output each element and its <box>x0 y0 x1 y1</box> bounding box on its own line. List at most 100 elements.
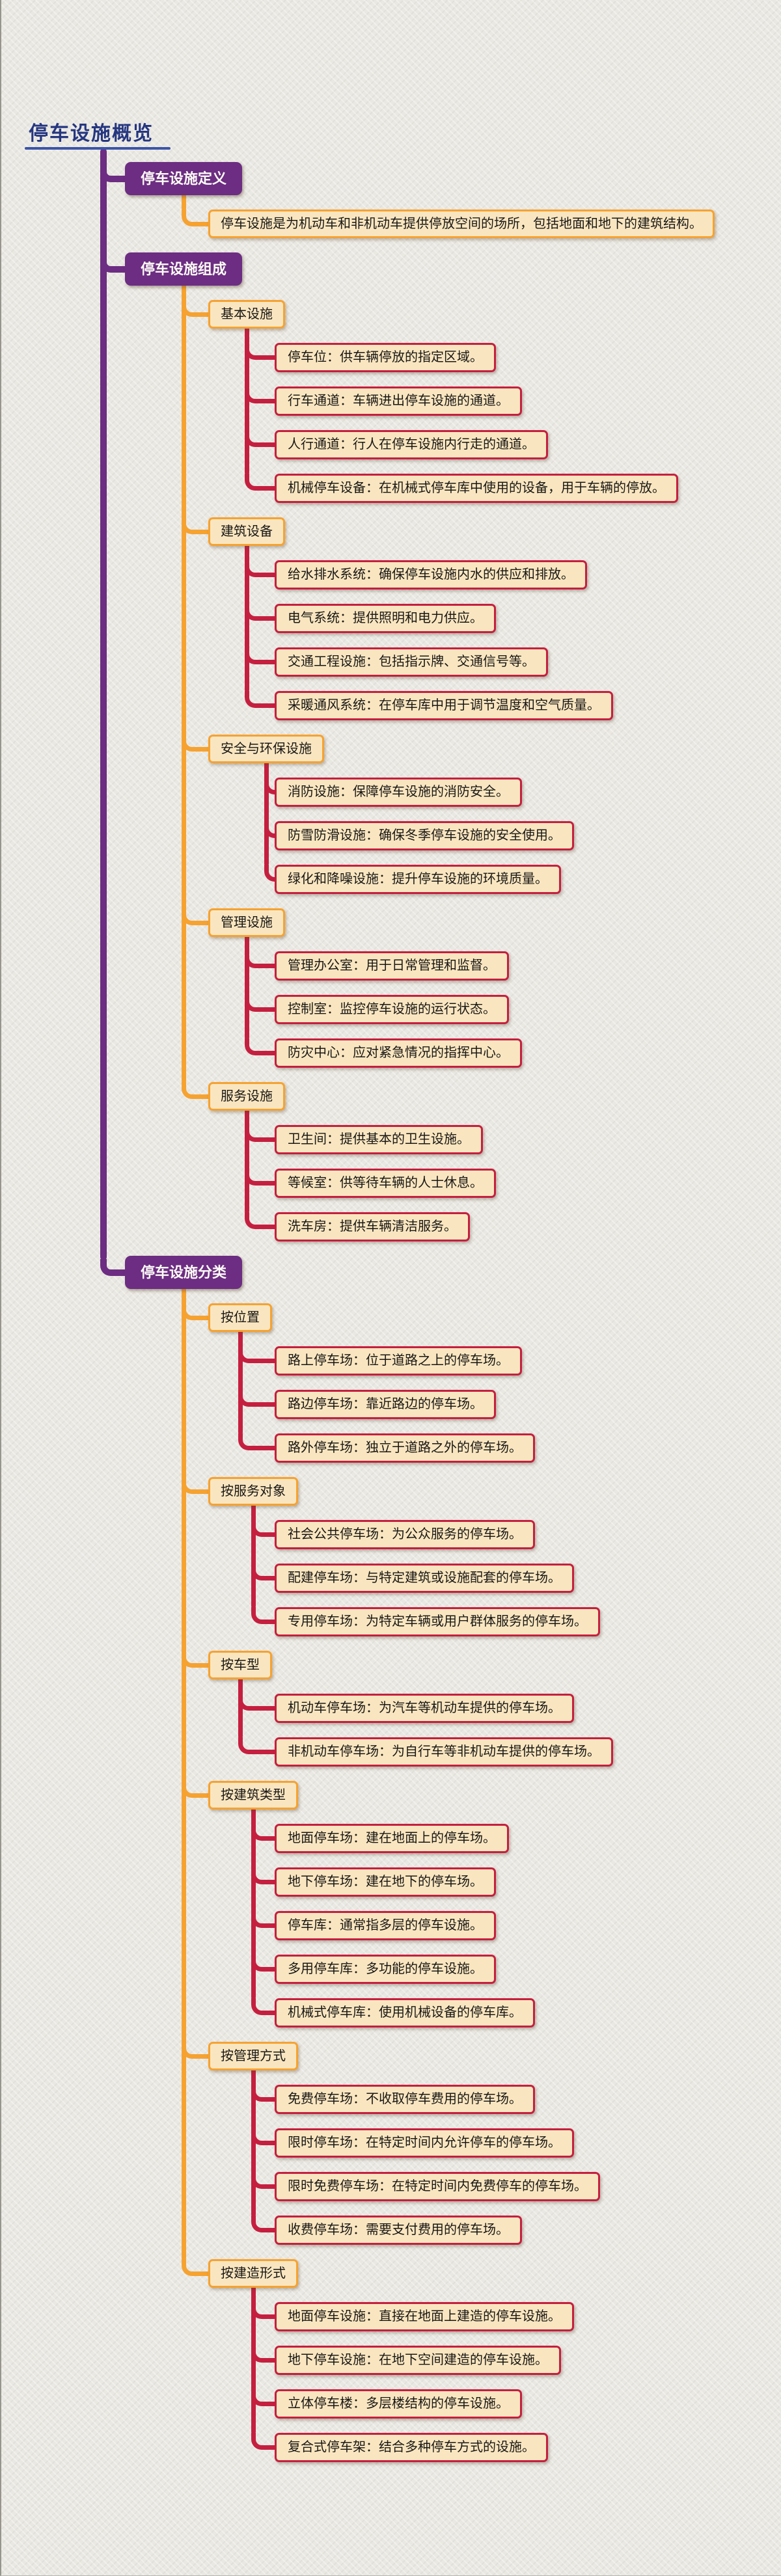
leaf-node[interactable]: 收费停车场：需要支付费用的停车场。 <box>275 2216 522 2245</box>
leaf-node[interactable]: 多用停车库：多功能的停车设施。 <box>275 1955 496 1984</box>
connector-trunk <box>251 1503 256 1608</box>
connector-elbow <box>100 1258 127 1276</box>
branch-node[interactable]: 停车设施组成 <box>125 252 243 286</box>
connector-elbow <box>182 2041 210 2059</box>
connector-elbow <box>251 2302 277 2319</box>
connector-elbow <box>182 517 210 534</box>
leaf-node[interactable]: 配建停车场：与特定建筑或设施配套的停车场。 <box>275 1564 574 1593</box>
topic-node[interactable]: 建筑设备 <box>208 517 285 546</box>
topic-node[interactable]: 按车型 <box>208 1651 272 1679</box>
leaf-node[interactable]: 等候室：供等待车辆的人士休息。 <box>275 1169 496 1198</box>
connector-elbow <box>251 1520 277 1537</box>
connector-trunk <box>245 1108 249 1213</box>
connector-elbow <box>245 1038 277 1055</box>
connector-trunk <box>182 283 186 1083</box>
connector-elbow <box>245 647 277 664</box>
connector-elbow <box>245 951 277 968</box>
leaf-node[interactable]: 地面停车场：建在地面上的停车场。 <box>275 1824 509 1853</box>
connector-elbow <box>251 1867 277 1884</box>
connector-elbow <box>238 1346 277 1363</box>
connector-elbow <box>251 2216 277 2232</box>
connector-elbow <box>245 1125 277 1142</box>
connector-elbow <box>251 1911 277 1928</box>
leaf-node[interactable]: 控制室：监控停车设施的运行状态。 <box>275 995 509 1024</box>
leaf-node[interactable]: 限时免费停车场：在特定时间内免费停车的停车场。 <box>275 2172 600 2201</box>
title-underline <box>25 147 171 150</box>
connector-elbow <box>100 165 127 182</box>
leaf-node[interactable]: 立体停车楼：多层楼结构的停车设施。 <box>275 2389 522 2419</box>
leaf-node[interactable]: 路上停车场：位于道路之上的停车场。 <box>275 1346 522 1376</box>
connector-elbow <box>245 691 277 708</box>
leaf-node[interactable]: 采暖通风系统：在停车库中用于调节温度和空气质量。 <box>275 691 613 720</box>
leaf-node[interactable]: 停车位：供车辆停放的指定区域。 <box>275 343 496 372</box>
connector-trunk <box>245 934 249 1040</box>
branch-node[interactable]: 停车设施定义 <box>125 162 243 195</box>
topic-node[interactable]: 按服务对象 <box>208 1477 298 1506</box>
connector-elbow <box>238 1737 277 1754</box>
connector-elbow <box>238 1433 277 1450</box>
leaf-node[interactable]: 复合式停车架：结合多种停车方式的设施。 <box>275 2433 548 2462</box>
leaf-node[interactable]: 停车库：通常指多层的停车设施。 <box>275 1911 496 1940</box>
connector-elbow <box>251 1564 277 1580</box>
leaf-node[interactable]: 绿化和降噪设施：提升停车设施的环境质量。 <box>275 865 561 894</box>
connector-elbow <box>245 386 277 403</box>
topic-node[interactable]: 按建造形式 <box>208 2259 298 2288</box>
connector-elbow <box>182 734 210 752</box>
leaf-node[interactable]: 路边停车场：靠近路边的停车场。 <box>275 1390 496 1419</box>
leaf-node[interactable]: 管理办公室：用于日常管理和监督。 <box>275 951 509 981</box>
leaf-node[interactable]: 机械停车设备：在机械式停车库中使用的设备，用于车辆的停放。 <box>275 474 678 503</box>
leaf-node[interactable]: 消防设施：保障停车设施的消防安全。 <box>275 778 522 807</box>
leaf-node[interactable]: 停车设施是为机动车和非机动车提供停放空间的场所，包括地面和地下的建筑结构。 <box>208 210 715 238</box>
leaf-node[interactable]: 机械式停车库：使用机械设备的停车库。 <box>275 1998 535 2027</box>
topic-node[interactable]: 按管理方式 <box>208 2042 298 2070</box>
connector-elbow <box>264 865 277 882</box>
leaf-node[interactable]: 机动车停车场：为汽车等机动车提供的停车场。 <box>275 1694 574 1723</box>
leaf-node[interactable]: 专用停车场：为特定车辆或用户群体服务的停车场。 <box>275 1607 600 1636</box>
connector-trunk <box>238 1329 243 1435</box>
connector-elbow <box>251 2433 277 2450</box>
leaf-node[interactable]: 社会公共停车场：为公众服务的停车场。 <box>275 1520 535 1549</box>
connector-elbow <box>245 560 277 577</box>
leaf-node[interactable]: 人行通道：行人在停车设施内行走的通道。 <box>275 430 548 459</box>
connector-elbow <box>182 1650 210 1668</box>
leaf-node[interactable]: 卫生间：提供基本的卫生设施。 <box>275 1125 483 1154</box>
leaf-node[interactable]: 地下停车设施：在地下空间建造的停车设施。 <box>275 2346 561 2375</box>
connector-elbow <box>251 1955 277 1972</box>
connector-elbow <box>238 1390 277 1407</box>
branch-node[interactable]: 停车设施分类 <box>125 1256 243 1289</box>
topic-node[interactable]: 管理设施 <box>208 908 285 937</box>
connector-elbow <box>264 778 277 794</box>
topic-node[interactable]: 服务设施 <box>208 1082 285 1111</box>
leaf-node[interactable]: 限时停车场：在特定时间内允许停车的停车场。 <box>275 2128 574 2158</box>
connector-trunk <box>182 193 186 211</box>
connector-elbow <box>251 2389 277 2406</box>
leaf-node[interactable]: 防灾中心：应对紧急情况的指挥中心。 <box>275 1038 522 1068</box>
leaf-node[interactable]: 地面停车设施：直接在地面上建造的停车设施。 <box>275 2302 574 2331</box>
connector-elbow <box>182 908 210 925</box>
leaf-node[interactable]: 电气系统：提供照明和电力供应。 <box>275 604 496 633</box>
topic-node[interactable]: 按建筑类型 <box>208 1781 298 1810</box>
leaf-node[interactable]: 免费停车场：不收取停车费用的停车场。 <box>275 2085 535 2114</box>
leaf-node[interactable]: 路外停车场：独立于道路之外的停车场。 <box>275 1433 535 1463</box>
leaf-node[interactable]: 交通工程设施：包括指示牌、交通信号等。 <box>275 647 548 677</box>
connector-elbow <box>182 1081 210 1099</box>
connector-trunk <box>251 2068 256 2217</box>
connector-trunk <box>238 1677 243 1739</box>
connector-elbow <box>182 1780 210 1798</box>
connector-elbow <box>245 343 277 360</box>
leaf-node[interactable]: 洗车房：提供车辆清洁服务。 <box>275 1212 470 1241</box>
connector-elbow <box>264 821 277 838</box>
leaf-node[interactable]: 非机动车停车场：为自行车等非机动车提供的停车场。 <box>275 1737 613 1767</box>
connector-trunk <box>264 761 269 866</box>
topic-node[interactable]: 基本设施 <box>208 300 285 329</box>
connector-elbow <box>238 1694 277 1711</box>
leaf-node[interactable]: 行车通道：车辆进出停车设施的通道。 <box>275 386 522 416</box>
connector-elbow <box>251 1998 277 2015</box>
topic-node[interactable]: 安全与环保设施 <box>208 735 324 763</box>
leaf-node[interactable]: 给水排水系统：确保停车设施内水的供应和排放。 <box>275 560 587 590</box>
topic-node[interactable]: 按位置 <box>208 1303 272 1332</box>
connector-trunk <box>182 1286 186 2260</box>
leaf-node[interactable]: 地下停车场：建在地下的停车场。 <box>275 1867 496 1897</box>
connector-elbow <box>100 255 127 273</box>
leaf-node[interactable]: 防雪防滑设施：确保冬季停车设施的安全使用。 <box>275 821 574 850</box>
